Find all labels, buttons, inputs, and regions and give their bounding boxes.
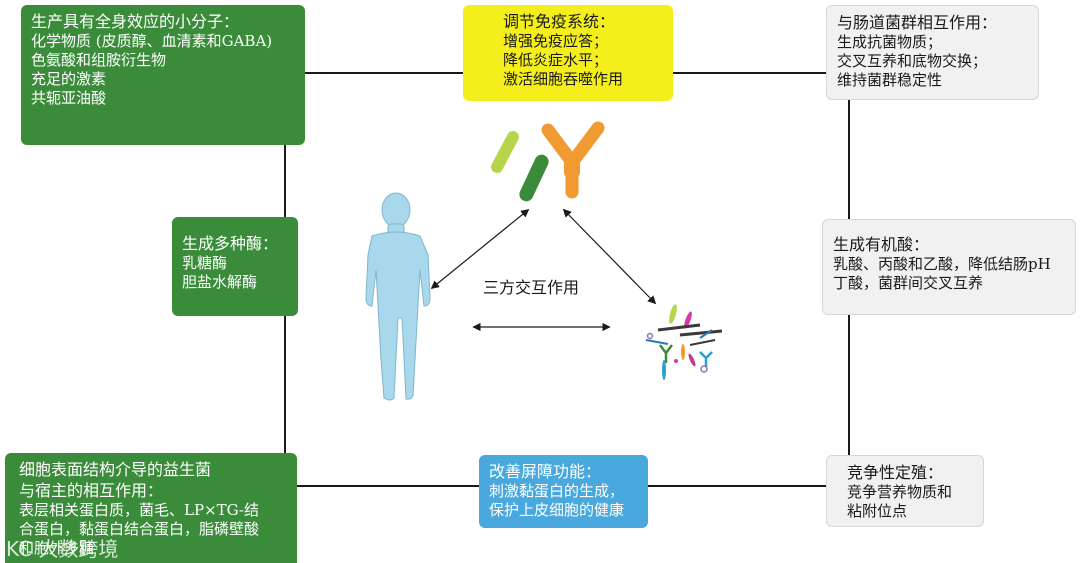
organic-acids-line: 丁酸，菌群间交叉互养 [833, 274, 984, 292]
organic-acids-box: 生成有机酸： 乳酸、丙酸和乙酸，降低结肠pH 丁酸，菌群间交叉互养 [822, 219, 1076, 315]
immune-regulation-line: 降低炎症水平； [503, 51, 609, 69]
immune-regulation-box: 调节免疫系统： 增强免疫应答； 降低炎症水平； 激活细胞吞噬作用 [463, 5, 673, 101]
competitive-colonization-title: 竞争性定殖： [847, 463, 944, 482]
microbiota-interaction-line: 生成抗菌物质； [837, 33, 943, 51]
barrier-function-title: 改善屏障功能： [489, 462, 602, 481]
microbiota-interaction-box: 与肠道菌群相互作用： 生成抗菌物质； 交叉互养和底物交换； 维持菌群稳定性 [826, 5, 1039, 100]
immune-regulation-line: 激活细胞吞噬作用 [503, 70, 624, 88]
small-molecules-line: 充足的激素 [31, 70, 107, 88]
microbiota-interaction-line: 交叉互养和底物交换； [837, 52, 988, 70]
small-molecules-line: 化学物质 (皮质醇、血清素和GABA) [31, 32, 273, 50]
barrier-function-line: 刺激黏蛋白的生成， [489, 482, 625, 500]
surface-structure-line: 表层相关蛋白质，菌毛、LP×TG-结 [19, 501, 259, 519]
surface-structure-line: 和胞外多糖 [19, 539, 95, 557]
competitive-colonization-box: 竞争性定殖： 竞争营养物质和 粘附位点 [826, 455, 984, 527]
small-molecules-box: 生产具有全身效应的小分子： 化学物质 (皮质醇、血清素和GABA) 色氨酸和组胺… [21, 5, 305, 145]
gut-microbiota-icon [645, 304, 723, 380]
organic-acids-line: 乳酸、丙酸和乙酸，降低结肠pH [833, 255, 1051, 273]
barrier-function-box: 改善屏障功能： 刺激黏蛋白的生成， 保护上皮细胞的健康 [479, 455, 648, 528]
small-molecules-line: 共轭亚油酸 [31, 89, 107, 107]
surface-structure-title: 细胞表面结构介导的益生菌 [19, 460, 212, 479]
enzymes-box: 生成多种酶： 乳糖酶 胆盐水解酶 [172, 217, 298, 316]
three-way-interaction-label: 三方交互作用 [483, 278, 580, 297]
microbiota-interaction-title: 与肠道菌群相互作用： [837, 13, 998, 32]
watermark: KC 大数跨境 [6, 537, 119, 561]
surface-structure-line: 合蛋白，黏蛋白结合蛋白，脂磷壁酸 [19, 520, 260, 538]
human-figure-icon [365, 192, 431, 401]
enzymes-line: 胆盐水解酶 [182, 273, 258, 291]
microbiota-interaction-line: 维持菌群稳定性 [837, 71, 943, 89]
enzymes-line: 乳糖酶 [182, 254, 228, 272]
competitive-colonization-line: 竞争营养物质和 [847, 483, 953, 501]
arrow-human-probiotic [430, 208, 530, 290]
arrow-probiotic-microbiota [562, 208, 657, 305]
enzymes-title: 生成多种酶： [182, 234, 279, 253]
immune-regulation-title: 调节免疫系统： [503, 12, 616, 31]
small-molecules-title: 生产具有全身效应的小分子： [31, 12, 240, 31]
barrier-function-line: 保护上皮细胞的健康 [489, 501, 625, 519]
organic-acids-title: 生成有机酸： [833, 235, 930, 254]
competitive-colonization-line: 粘附位点 [847, 502, 908, 520]
surface-structure-subtitle: 与宿主的相互作用： [19, 481, 164, 500]
immune-regulation-line: 增强免疫应答； [503, 32, 609, 50]
small-molecules-line: 色氨酸和组胺衍生物 [31, 51, 167, 69]
surface-structure-box: 细胞表面结构介导的益生菌 与宿主的相互作用： 表层相关蛋白质，菌毛、LP×TG-… [5, 453, 297, 563]
probiotic-bacteria-icon [491, 130, 549, 202]
antibody-icon [541, 121, 605, 199]
